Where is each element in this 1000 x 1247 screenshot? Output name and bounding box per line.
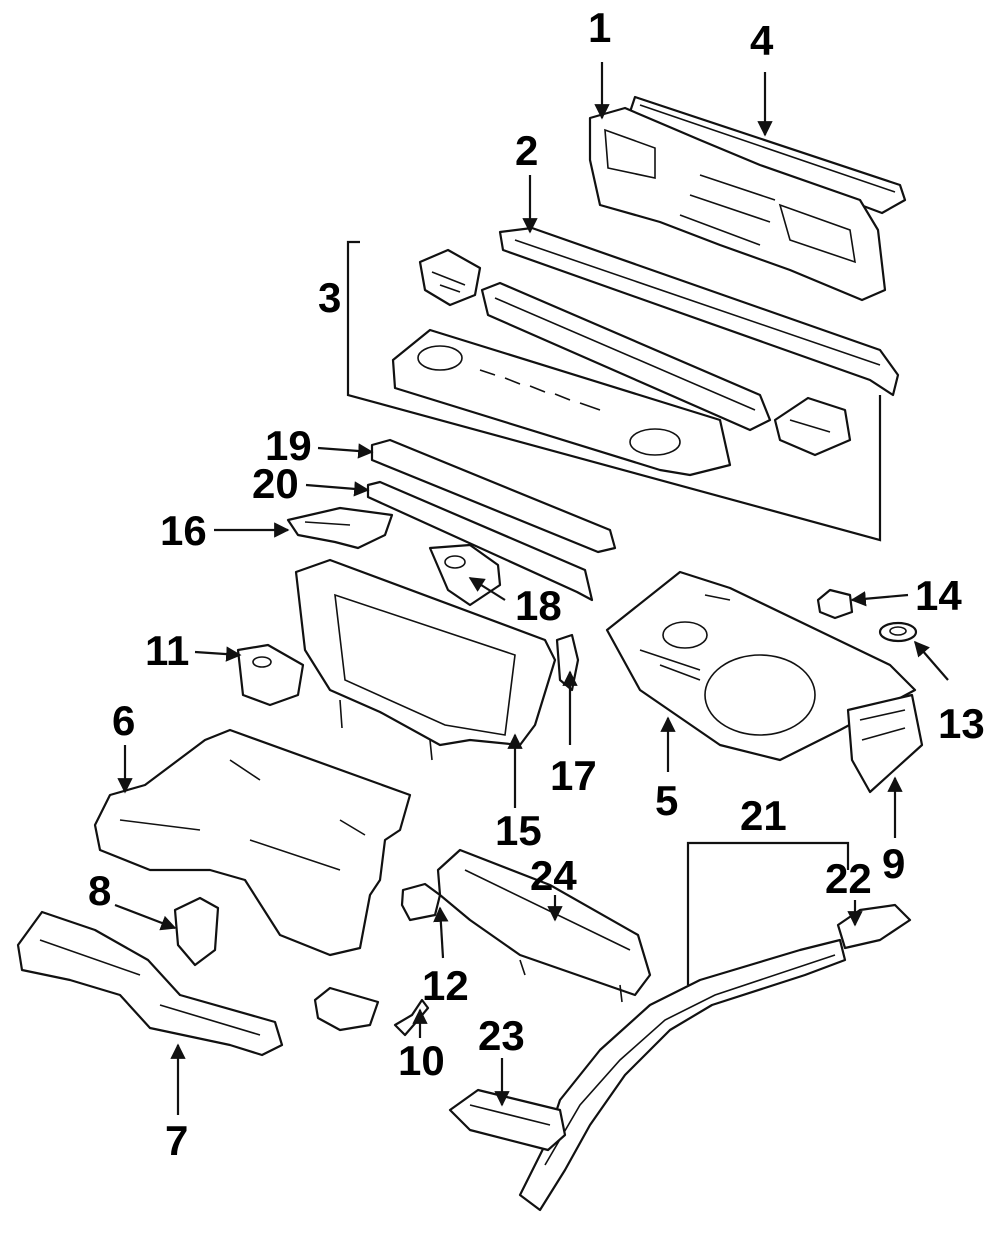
callout-11: 11: [145, 627, 189, 674]
callout-2: 2: [515, 127, 538, 174]
callout-13: 13: [938, 700, 985, 747]
part-18-bracket: [428, 543, 502, 607]
callout-3: 3: [318, 274, 341, 321]
part-14-bracket: [816, 588, 854, 620]
callout-16: 16: [160, 507, 207, 554]
callout-9: 9: [882, 840, 905, 887]
leader-19: [317, 443, 374, 459]
leader-12: [433, 906, 449, 959]
callout-18: 18: [515, 582, 562, 629]
part-13-plug: [878, 621, 918, 643]
part-15-partition-panel: [294, 558, 557, 761]
leader-11: [194, 646, 242, 662]
part-5-trunk-floor: [605, 570, 917, 762]
callout-10: 10: [398, 1037, 445, 1084]
callout-8: 8: [88, 867, 111, 914]
part-1-back-panel: [588, 106, 887, 302]
leader-13: [913, 640, 949, 681]
part-bracket-small: [313, 986, 380, 1032]
leader-18: [468, 577, 506, 601]
part-16-bracket: [286, 506, 394, 550]
callout-1: 1: [588, 4, 611, 51]
part-9-end-panel: [846, 693, 924, 794]
callout-12: 12: [422, 962, 469, 1009]
callout-6: 6: [112, 697, 135, 744]
leader-8: [114, 903, 177, 931]
callout-7: 7: [165, 1117, 188, 1164]
callout-23: 23: [478, 1012, 525, 1059]
callout-22: 22: [825, 855, 872, 902]
callout-19: 19: [265, 422, 312, 469]
part-21-side-rail: [518, 938, 847, 1212]
part-6-floor-pan: [93, 728, 412, 957]
callout-14: 14: [915, 572, 962, 619]
leader-20: [305, 481, 370, 497]
callout-5: 5: [655, 777, 678, 824]
part-12-plate: [400, 882, 442, 922]
part-23-bracket: [448, 1088, 567, 1152]
callout-24: 24: [530, 852, 577, 899]
callout-21: 21: [740, 792, 787, 839]
part-19-rail: [370, 438, 617, 554]
part-2-header-strip: [498, 226, 900, 397]
part-7-crossmember: [16, 910, 284, 1057]
leader-14: [850, 591, 909, 607]
callout-4: 4: [750, 17, 774, 64]
part-11-bracket: [236, 643, 305, 707]
part-8-gusset: [173, 896, 220, 967]
part-17-bracket: [555, 633, 580, 692]
callout-15: 15: [495, 807, 542, 854]
part-22-bracket: [836, 903, 912, 950]
part-3-shelf-assembly: [391, 248, 852, 477]
callout-17: 17: [550, 752, 597, 799]
bracket-21: [686, 841, 850, 985]
bracket-3: [346, 240, 882, 542]
part-20-rail: [366, 480, 594, 602]
callout-20: 20: [252, 460, 299, 507]
